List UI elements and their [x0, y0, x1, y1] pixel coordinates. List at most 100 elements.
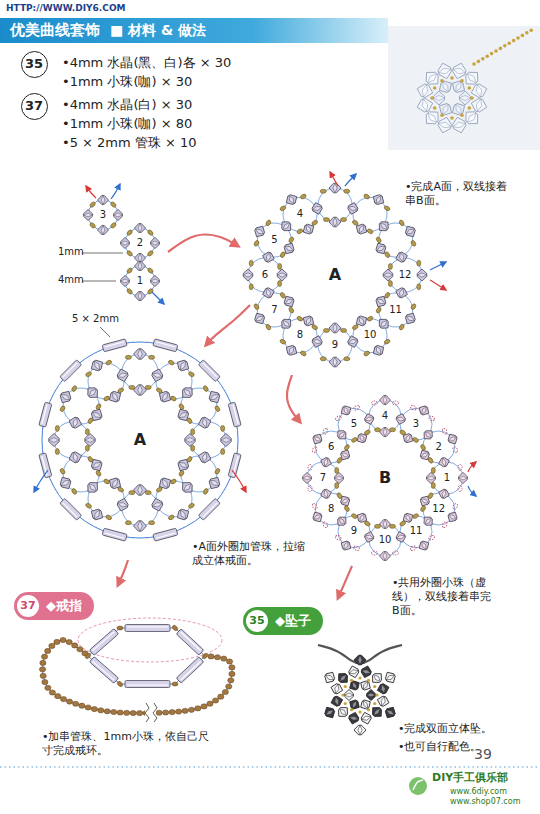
tube-bead — [89, 657, 118, 684]
crystal-bead — [395, 287, 409, 299]
crystal-outline — [367, 690, 376, 701]
tube-bead — [60, 498, 82, 520]
crystal-bead — [261, 287, 275, 299]
seed-bead — [308, 464, 312, 470]
break-mark — [145, 703, 149, 722]
seed-bead — [399, 429, 406, 435]
crystal-outline — [134, 385, 147, 395]
step-number: 12 — [432, 503, 445, 516]
crystal-outline — [329, 183, 341, 193]
crystal-outline — [380, 396, 391, 405]
crystal-facet — [459, 476, 468, 480]
watermark: DIY手工俱乐部 — [432, 771, 508, 785]
seed-bead — [428, 534, 435, 540]
crystal-bead — [380, 552, 391, 561]
crystal-bead — [380, 520, 391, 529]
crystal-outline — [134, 485, 147, 495]
gold-bead — [375, 693, 378, 696]
crystal-outline — [380, 552, 391, 561]
tube-shine — [233, 405, 238, 424]
seed-bead — [393, 551, 399, 555]
crystal-bead — [179, 384, 196, 401]
crystal-facet — [358, 725, 362, 735]
tube-body — [176, 657, 203, 683]
seed-bead — [341, 218, 347, 222]
crystal-bead — [116, 368, 129, 383]
tube-body — [198, 360, 220, 382]
tube-bead — [89, 629, 118, 656]
tube-bead — [198, 498, 220, 520]
crystal-bead — [335, 473, 344, 484]
crystal-facet — [475, 84, 484, 98]
pendant — [318, 645, 402, 735]
seed-bead — [311, 324, 318, 330]
crystal-bead — [279, 316, 294, 331]
crystal-bead — [403, 311, 417, 326]
crystal-bead — [134, 349, 147, 359]
seed-bead — [79, 703, 85, 708]
crystal-bead — [89, 358, 105, 374]
crystal-facet — [152, 501, 163, 508]
crystal-bead — [360, 711, 372, 725]
seed-bead — [72, 643, 78, 648]
seed-bead — [280, 292, 286, 299]
tube-bead — [39, 402, 52, 427]
seed-bead — [178, 470, 184, 477]
seed-bead — [383, 338, 390, 344]
crystal-outline — [416, 83, 435, 100]
crystal-bead — [437, 62, 454, 81]
crystal-facet — [277, 273, 287, 277]
step-arrow — [338, 566, 352, 598]
crystal-facet — [420, 497, 430, 505]
page-title: 优美曲线套饰 — [10, 21, 100, 40]
seed-bead — [55, 694, 61, 699]
tube-bead — [125, 625, 170, 632]
tube-bead — [153, 528, 178, 541]
crystal-facet — [385, 673, 395, 681]
seed-bead — [195, 706, 201, 711]
seed-bead — [393, 401, 399, 405]
crystal-facet — [342, 406, 350, 416]
crystal-bead — [134, 485, 147, 495]
crystal-facet — [117, 501, 128, 508]
leader-line — [82, 253, 123, 254]
step-number: 11 — [389, 304, 402, 317]
crystal-outline — [175, 507, 191, 523]
crystal-facet — [101, 196, 105, 205]
crystal-outline — [151, 497, 164, 512]
gold-bead — [344, 702, 347, 705]
tube-body — [176, 629, 203, 655]
crystal-bead — [395, 251, 409, 263]
seed-bead — [278, 263, 282, 269]
tube-shine — [127, 684, 168, 685]
crystal-facet — [438, 67, 452, 76]
seed-bead — [441, 521, 447, 528]
crystal-facet — [383, 396, 387, 405]
crystal-outline — [277, 269, 287, 281]
crystal-outline — [221, 434, 231, 447]
crystal-facet — [372, 673, 382, 683]
crystal-outline — [261, 287, 275, 299]
crystal-bead — [151, 497, 164, 512]
tube-shine — [63, 363, 77, 377]
seed-bead — [353, 545, 360, 551]
seed-bead — [253, 303, 259, 310]
seed-bead — [45, 648, 51, 653]
seed-bead — [363, 350, 370, 356]
crystal-facet — [358, 655, 362, 665]
section-heading: ■ 材料 & 做法 — [110, 22, 206, 40]
section-badge: ◆戒指37 — [14, 592, 94, 620]
crystal-facet — [362, 700, 370, 710]
seed-bead — [49, 690, 55, 695]
crystal-facet — [379, 319, 389, 329]
gold-bead — [341, 693, 344, 696]
crystal-bead — [116, 497, 129, 512]
seed-bead — [420, 444, 426, 451]
crystal-bead — [261, 251, 275, 263]
crystal-bead — [121, 238, 130, 249]
seed-bead — [59, 468, 65, 475]
crystal-facet — [117, 372, 128, 379]
crystal-bead — [252, 224, 266, 239]
crystal-bead — [348, 679, 362, 692]
seed-bead — [104, 709, 110, 714]
